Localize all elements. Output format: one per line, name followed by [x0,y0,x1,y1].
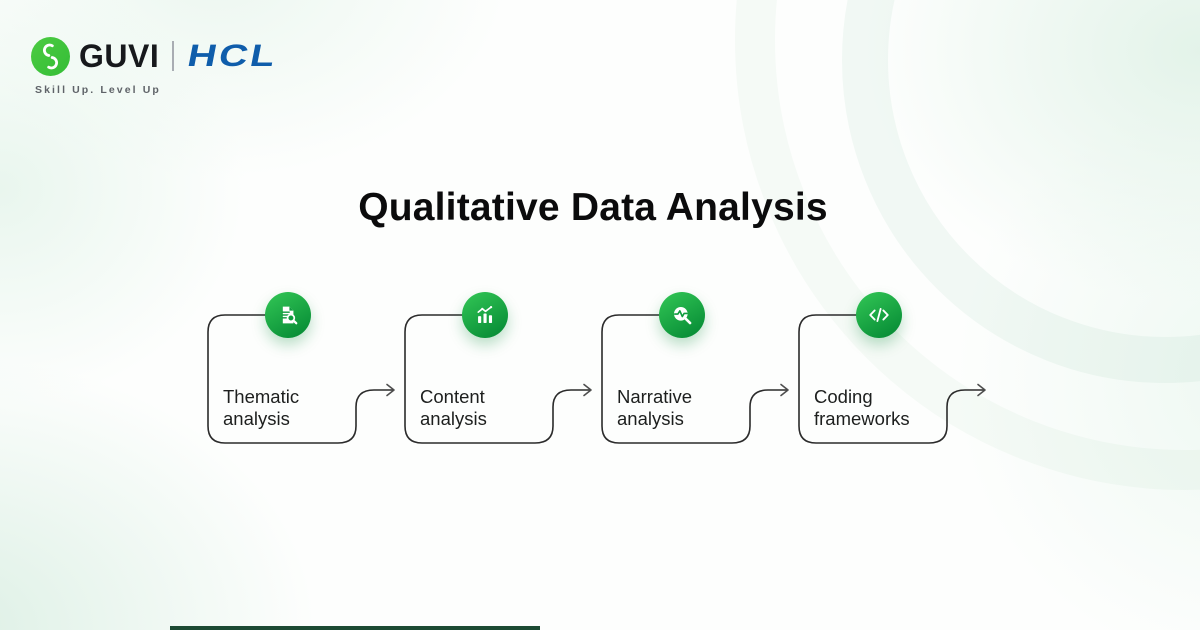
flow-step-narrative-analysis: Narrative analysis [597,0,797,470]
step-label: Content analysis [420,386,487,429]
bar-chart-trend-icon [462,292,508,338]
document-search-icon [265,292,311,338]
page-title: Qualitative Data Analysis [358,186,828,229]
right-arrowhead-icon [583,383,592,397]
brand-header: GUVI HCL Skill Up. Level Up [31,36,281,96]
bottom-accent-strip [170,626,540,630]
step-outline-and-arrow [404,314,592,444]
step-label: Coding frameworks [814,386,910,429]
flow-step-thematic-analysis: Thematic analysis [203,0,403,470]
flow-step-content-analysis: Content analysis [400,0,600,470]
step-label: Narrative analysis [617,386,693,429]
flow-step-coding-frameworks: Coding frameworks [794,0,994,470]
right-arrowhead-icon [780,383,789,397]
step-label: Thematic analysis [223,386,300,429]
code-brackets-icon [856,292,902,338]
brand-divider [172,41,175,71]
right-arrowhead-icon [977,383,986,397]
step-outline-and-arrow [207,314,395,444]
step-outline-and-arrow [798,314,986,444]
guvi-logo-icon [31,36,70,76]
search-pulse-icon [659,292,705,338]
brand-tagline: Skill Up. Level Up [35,84,161,96]
step-outline-and-arrow [601,314,789,444]
guvi-wordmark: GUVI [79,37,160,74]
right-arrowhead-icon [386,383,395,397]
